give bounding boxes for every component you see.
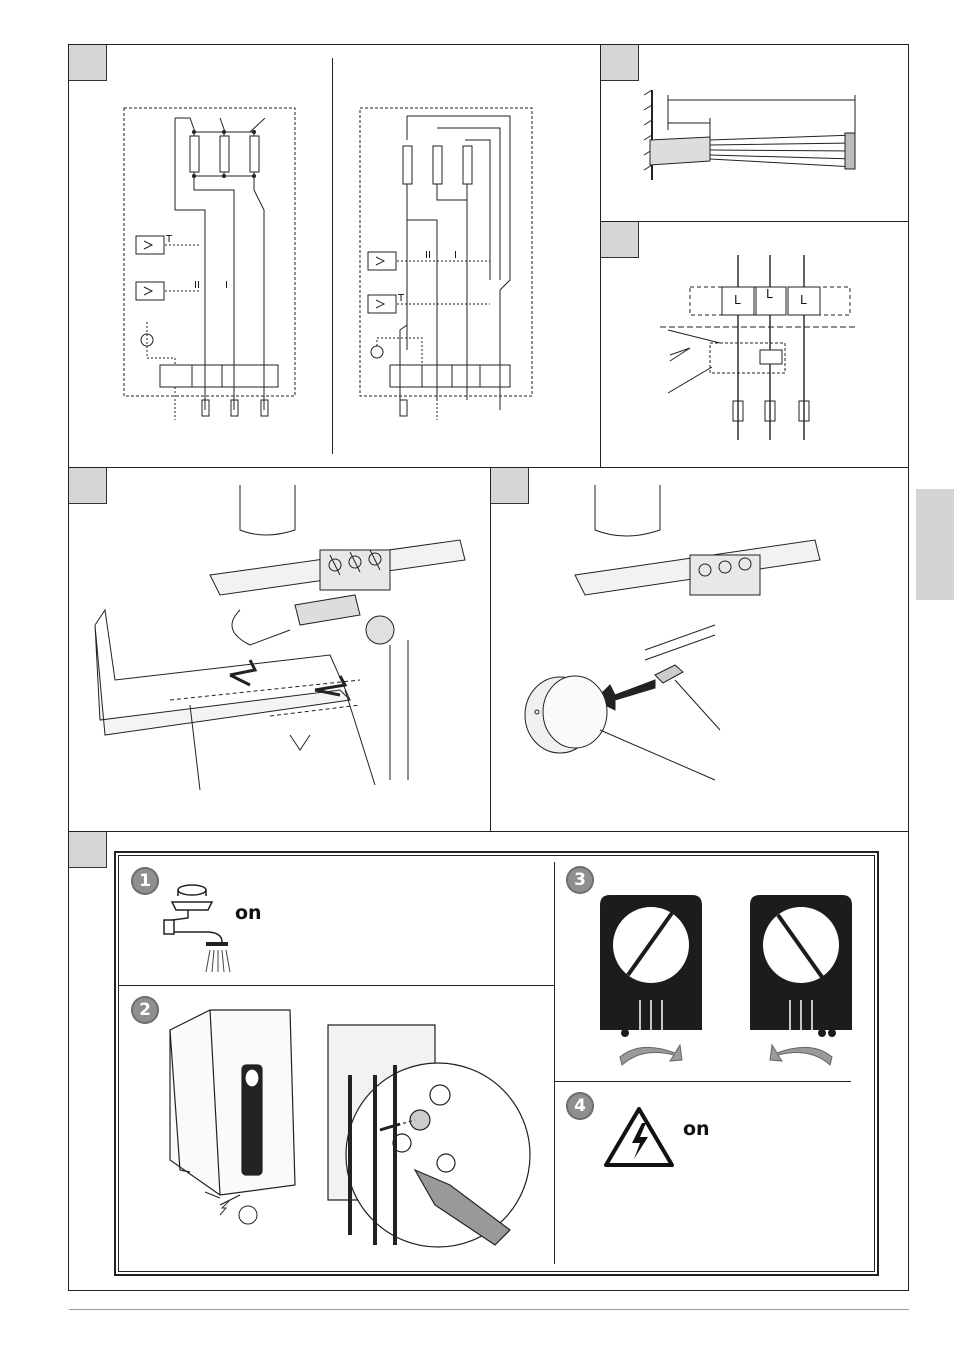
switch-mark-i-right: I [454, 250, 457, 261]
electric-hazard-icon [602, 1105, 676, 1169]
step-1-badge: 1 [131, 867, 159, 895]
temperature-selector-right [750, 895, 852, 1075]
step-3-badge: 3 [566, 866, 594, 894]
installation-drawing-knob [515, 480, 895, 810]
figure-tag-f [69, 832, 107, 868]
divider-h-topright [600, 221, 909, 222]
footer-rule [69, 1309, 909, 1310]
three-phase-diagram [660, 255, 860, 445]
water-tap-icon [162, 880, 232, 972]
switch-mark-ii-left: II [194, 280, 200, 291]
switch-mark-ii-right: II [425, 250, 431, 261]
terminal-l3: L [800, 293, 807, 307]
installation-drawing-clamp [90, 480, 480, 820]
panel-divider-h-right [555, 1081, 851, 1082]
wiring-diagram-left [110, 100, 310, 430]
figure-tag-a [69, 45, 107, 81]
step-2-badge: 2 [131, 996, 159, 1024]
screwdriver-icon [320, 1020, 530, 1255]
step-4-on-label: on [683, 1118, 710, 1140]
panel-divider-v [554, 862, 555, 1264]
temperature-selector-left [600, 895, 702, 1075]
chapter-side-tab [916, 489, 954, 600]
terminal-l1: L [734, 293, 741, 307]
switch-mark-i-left: I [225, 280, 228, 291]
step-4-badge: 4 [566, 1092, 594, 1120]
switch-mark-t-right: T [398, 293, 404, 304]
diagram-separator [332, 58, 333, 454]
divider-h2 [68, 831, 909, 832]
step-1-on-label: on [235, 902, 262, 924]
wiring-diagram-right [350, 100, 550, 430]
divider-h1 [68, 467, 909, 468]
panel-divider-h-left [119, 985, 554, 986]
cable-strip-diagram [640, 85, 870, 185]
switch-mark-t-left: T [166, 234, 172, 245]
appliance-cover-illustration [160, 1010, 300, 1225]
figure-tag-c [601, 222, 639, 258]
terminal-l2: L [766, 287, 773, 301]
figure-tag-b [601, 45, 639, 81]
divider-v-mid [490, 467, 491, 831]
